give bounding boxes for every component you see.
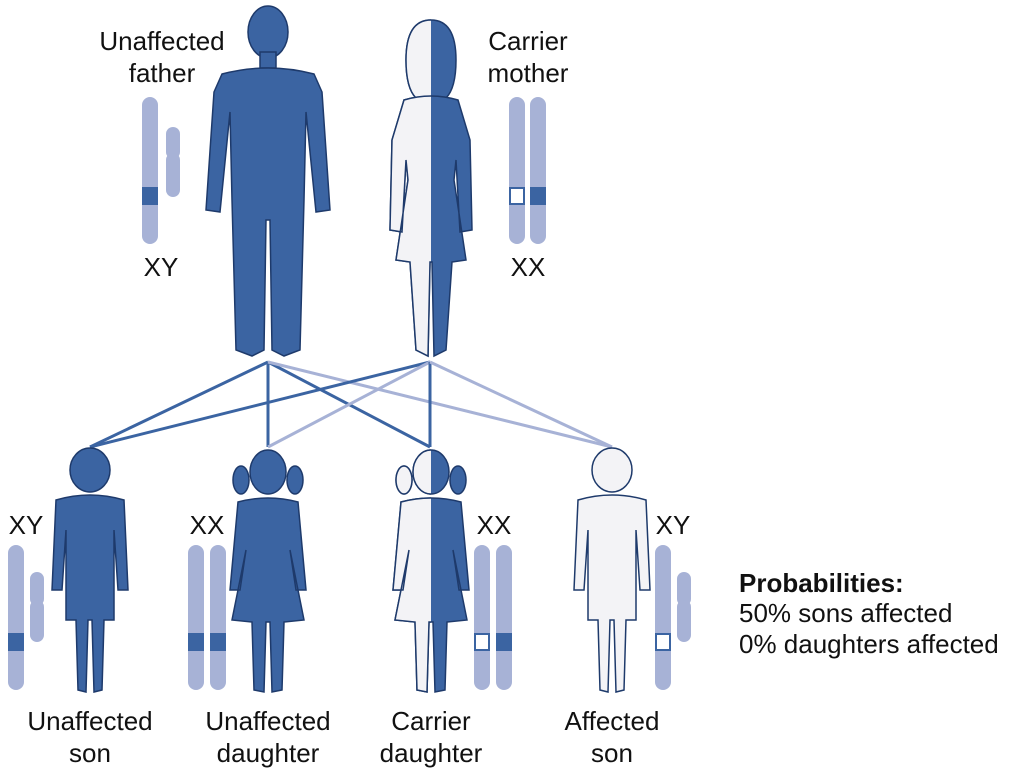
father-figure — [205, 5, 331, 357]
child-affected-son: XY Affected son — [565, 447, 691, 768]
mother-label-line1: Carrier — [488, 26, 568, 56]
father-chromosome-label: XY — [144, 252, 179, 282]
father-chromosomes — [142, 97, 180, 244]
line-mother-daughter1 — [267, 360, 431, 449]
father-y-chromosome-upper — [166, 127, 180, 159]
son2-label-line2: son — [591, 738, 633, 768]
probabilities-line2: 0% daughters affected — [739, 629, 999, 659]
line-mother-son2 — [429, 360, 613, 449]
son2-chromosomes — [655, 545, 691, 690]
probabilities-box: Probabilities: 50% sons affected 0% daug… — [739, 568, 999, 659]
father-y-chromosome-lower — [166, 153, 180, 197]
girl-silhouette-icon — [229, 449, 307, 693]
daughter1-label-line1: Unaffected — [205, 706, 330, 736]
line-mother-son1 — [89, 360, 431, 449]
father-x-chromosome-upper — [142, 97, 158, 177]
mother-chromosome-label: XX — [511, 252, 546, 282]
mother-chromosomes — [509, 97, 546, 244]
daughter2-label-line2: daughter — [380, 738, 483, 768]
daughter2-chromosome-label: XX — [477, 510, 512, 540]
son1-label-line2: son — [69, 738, 111, 768]
child-unaffected-son: XY Unaffected son — [8, 447, 153, 768]
son1-chromosome-label: XY — [9, 510, 44, 540]
son2-label-line1: Affected — [565, 706, 660, 736]
daughter2-label-line1: Carrier — [391, 706, 471, 736]
daughter1-chromosomes — [188, 545, 226, 690]
probabilities-title: Probabilities: — [739, 568, 904, 598]
inheritance-lines — [89, 360, 613, 449]
father-x-allele — [142, 187, 158, 205]
probabilities-line1: 50% sons affected — [739, 598, 952, 628]
father-label-line1: Unaffected — [99, 26, 224, 56]
man-silhouette-icon — [205, 5, 331, 357]
child-unaffected-daughter: XX Unaffected daughter — [188, 449, 331, 768]
mother-x2-allele — [530, 187, 546, 205]
mother-figure — [389, 19, 473, 358]
daughter1-chromosome-label: XX — [190, 510, 225, 540]
child-carrier-daughter: XX Carrier daughter — [380, 449, 512, 768]
mother-x1-allele-recessive — [509, 187, 525, 205]
line-father-son2 — [267, 360, 613, 449]
boy-silhouette-icon — [573, 447, 651, 693]
mother-x2-upper — [530, 97, 546, 177]
line-father-son1 — [89, 360, 269, 449]
daughter2-chromosomes — [474, 545, 512, 690]
son1-chromosomes — [8, 545, 44, 690]
daughter1-label-line2: daughter — [217, 738, 320, 768]
mother-x1-upper — [509, 97, 525, 177]
boy-silhouette-icon — [51, 447, 129, 693]
son1-label-line1: Unaffected — [27, 706, 152, 736]
son2-chromosome-label: XY — [656, 510, 691, 540]
mother-label-line2: mother — [488, 58, 569, 88]
father-label-line2: father — [129, 58, 196, 88]
